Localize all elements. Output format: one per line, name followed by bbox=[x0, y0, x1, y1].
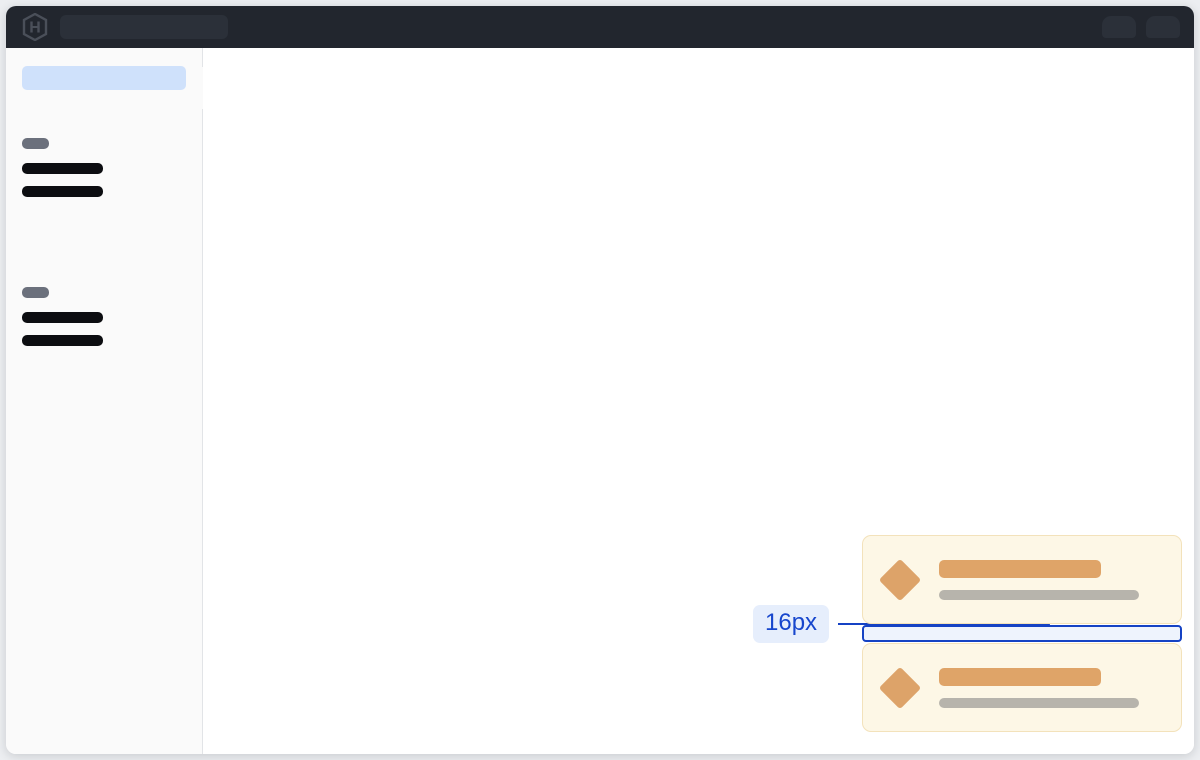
card-1-title-placeholder bbox=[939, 559, 1101, 578]
sidebar-item-active[interactable] bbox=[22, 66, 186, 90]
sidebar-group-2-label bbox=[22, 287, 49, 298]
card-1-lines bbox=[939, 559, 1165, 600]
diamond-icon bbox=[878, 666, 922, 709]
sidebar-item-2-2[interactable] bbox=[22, 335, 103, 346]
content-card-1[interactable] bbox=[862, 535, 1182, 624]
sidebar-group-1-label bbox=[22, 138, 49, 149]
sidebar-item-1-1[interactable] bbox=[22, 163, 103, 174]
card-2-lines bbox=[939, 667, 1165, 708]
header-actions bbox=[1102, 16, 1180, 38]
spacing-value-label: 16px bbox=[753, 605, 830, 643]
app-body: 16px bbox=[6, 48, 1194, 754]
diamond-icon bbox=[878, 558, 922, 601]
sidebar bbox=[6, 48, 217, 754]
hashicorp-hexagon-logo-icon[interactable] bbox=[22, 13, 48, 41]
main-canvas: 16px bbox=[203, 48, 1194, 754]
gap-measurement-bar[interactable] bbox=[862, 625, 1182, 642]
sidebar-group-2 bbox=[6, 287, 202, 346]
card-2-subtitle-placeholder bbox=[939, 697, 1139, 708]
sidebar-group-1 bbox=[6, 138, 202, 197]
header-skeleton-2[interactable] bbox=[1146, 16, 1180, 38]
leader-endpoint-dot bbox=[1040, 619, 1051, 629]
header-skeleton-1[interactable] bbox=[1102, 16, 1136, 38]
app-header bbox=[6, 6, 1194, 48]
card-2-title-placeholder bbox=[939, 667, 1101, 686]
app-window: 16px bbox=[6, 6, 1194, 754]
leader-line bbox=[838, 623, 1042, 625]
card-1-subtitle-placeholder bbox=[939, 589, 1139, 600]
content-card-2[interactable] bbox=[862, 643, 1182, 732]
spacing-measurement-annotation: 16px bbox=[753, 605, 1051, 643]
search-input[interactable] bbox=[60, 15, 228, 39]
sidebar-item-1-2[interactable] bbox=[22, 186, 103, 197]
sidebar-item-2-1[interactable] bbox=[22, 312, 103, 323]
card-stack bbox=[862, 535, 1182, 732]
